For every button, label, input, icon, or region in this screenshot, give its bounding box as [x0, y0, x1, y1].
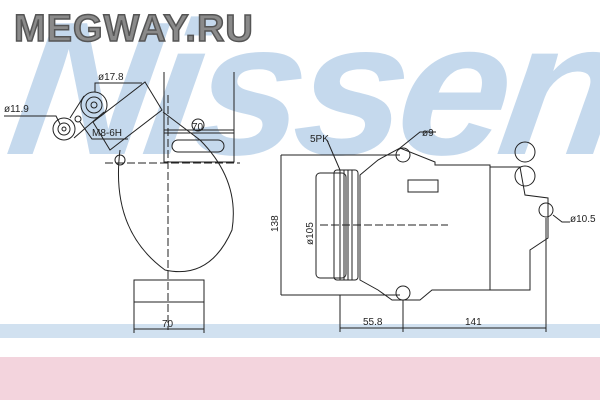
mount-top-label: ø9: [422, 128, 434, 139]
port-large-label: ø17.8: [98, 72, 124, 83]
mount-right-label: ø10.5: [570, 214, 596, 225]
front-view: 138 5PK ø9 ø10.5 ø105 55.8 141: [270, 128, 596, 332]
thread-label: M8-6H: [92, 128, 122, 139]
pulley-type-label: 5PK: [310, 134, 329, 145]
pulley-offset-label: 55.8: [363, 317, 383, 328]
footer-band: [0, 357, 600, 400]
port-small-label: ø11.9: [4, 104, 29, 115]
side-bottom-width: 70: [162, 319, 174, 330]
height-label: 138: [270, 215, 281, 232]
site-watermark: MEGWAY.RU: [13, 7, 254, 51]
side-view: 70 70: [92, 72, 240, 333]
side-top-width: 70: [192, 122, 204, 133]
mount-span-label: 141: [465, 317, 482, 328]
pulley-diameter-label: ø105: [305, 222, 316, 245]
port-detail: ø17.8 ø11.9 M8-6H: [4, 72, 142, 141]
